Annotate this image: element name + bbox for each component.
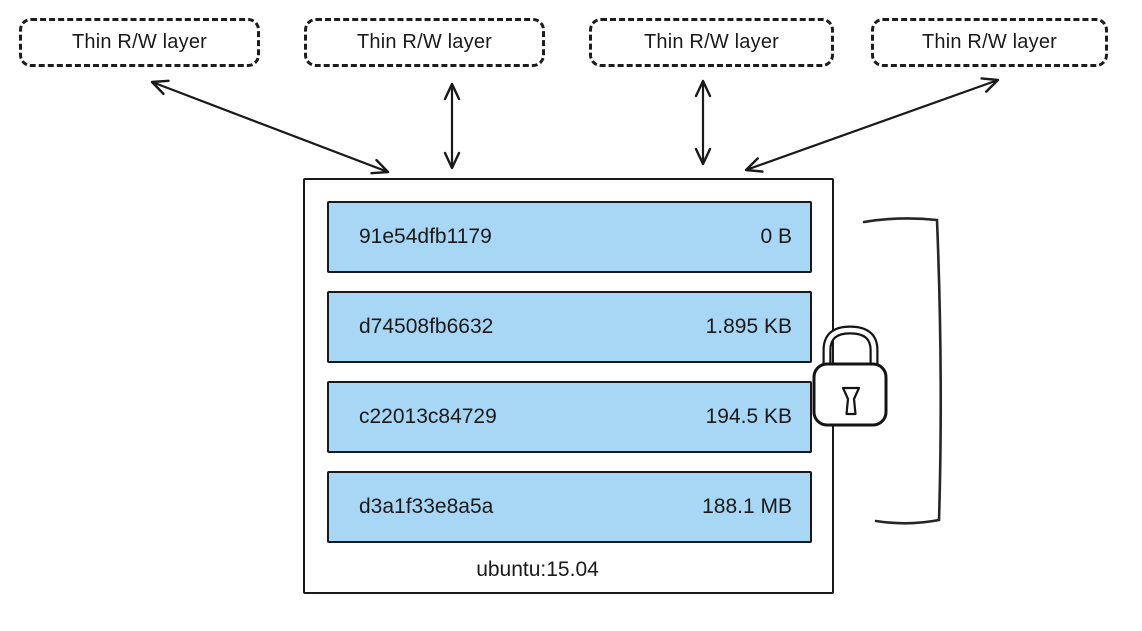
layer-size-3: 194.5 KB (705, 405, 792, 428)
thin-rw-layer-box-3: Thin R/W layer (589, 18, 834, 67)
image-layer-row-3: c22013c84729 194.5 KB (327, 381, 812, 453)
layer-size-4: 188.1 MB (702, 495, 792, 518)
thin-rw-layer-label-1: Thin R/W layer (71, 31, 208, 53)
layers-bracket (862, 217, 943, 525)
image-layer-row-4: d3a1f33e8a5a 188.1 MB (327, 471, 812, 543)
layer-id-1: 91e54dfb1179 (359, 225, 492, 248)
layer-id-3: c22013c84729 (359, 405, 497, 428)
layer-id-4: d3a1f33e8a5a (359, 495, 494, 518)
image-layer-row-1: 91e54dfb1179 0 B (327, 201, 812, 273)
image-layer-row-2: d74508fb6632 1.895 KB (327, 291, 812, 363)
thin-rw-layer-box-4: Thin R/W layer (871, 18, 1108, 67)
bidirectional-arrow-1 (150, 79, 390, 175)
layer-size-2: 1.895 KB (705, 315, 792, 338)
image-name-label: ubuntu:15.04 (476, 558, 599, 581)
layer-size-1: 0 B (760, 225, 792, 248)
bidirectional-arrow-4 (744, 77, 1000, 173)
layer-id-2: d74508fb6632 (359, 315, 494, 338)
image-container: 91e54dfb1179 0 B d74508fb6632 1.895 KB c… (303, 178, 834, 594)
thin-rw-layer-label-4: Thin R/W layer (921, 31, 1058, 53)
thin-rw-layer-box-2: Thin R/W layer (304, 18, 545, 67)
thin-rw-layer-box-1: Thin R/W layer (19, 18, 260, 67)
thin-rw-layer-label-3: Thin R/W layer (643, 31, 780, 53)
thin-rw-layer-label-2: Thin R/W layer (356, 31, 493, 53)
